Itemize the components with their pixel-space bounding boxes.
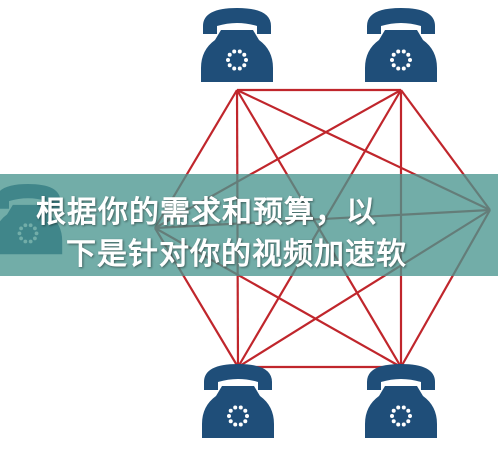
phone-top-right-icon bbox=[365, 8, 437, 82]
caption-band bbox=[0, 174, 498, 276]
phone-top-left-icon bbox=[201, 8, 273, 82]
phone-bottom-left-icon bbox=[202, 364, 274, 438]
caption-line-2: 下是针对你的视频加速软 bbox=[66, 237, 407, 272]
phone-bottom-right-icon bbox=[365, 364, 437, 438]
caption-line-1: 根据你的需求和预算，以 bbox=[36, 195, 377, 230]
